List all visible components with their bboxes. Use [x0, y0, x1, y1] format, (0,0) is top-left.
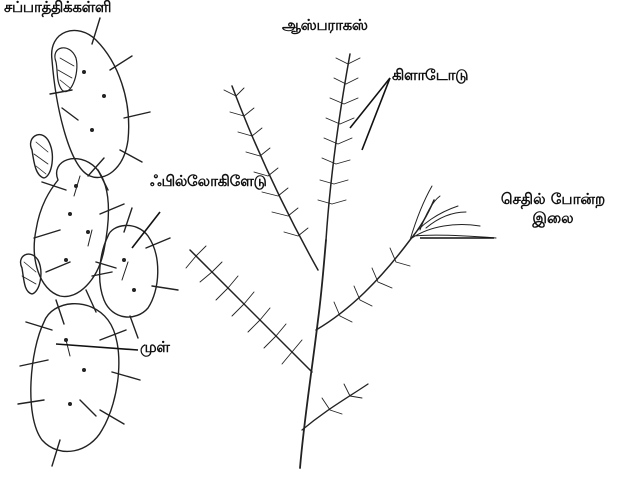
spine-label: முள் [140, 338, 170, 358]
asparagus-drawing [186, 54, 496, 468]
leader-lines [56, 78, 494, 350]
scale-leaf-label-line1: செதில் போன்ற [494, 190, 612, 209]
scale-leaf-label: செதில் போன்ற இலை [494, 190, 612, 228]
leader-cladode-2 [362, 78, 390, 150]
leader-phylloclade [132, 212, 160, 248]
scale-leaf-label-line2: இலை [494, 209, 612, 228]
cladode-label: கிளாடோடு [392, 66, 468, 86]
asparagus-title: ஆஸ்பராகஸ் [282, 16, 368, 36]
leader-cladode-1 [350, 78, 390, 128]
opuntia-title: சப்பாத்திக்கள்ளி [4, 0, 111, 18]
phylloclade-label: ஃபில்லோகிளேடு [150, 172, 267, 192]
opuntia-drawing [18, 18, 178, 466]
